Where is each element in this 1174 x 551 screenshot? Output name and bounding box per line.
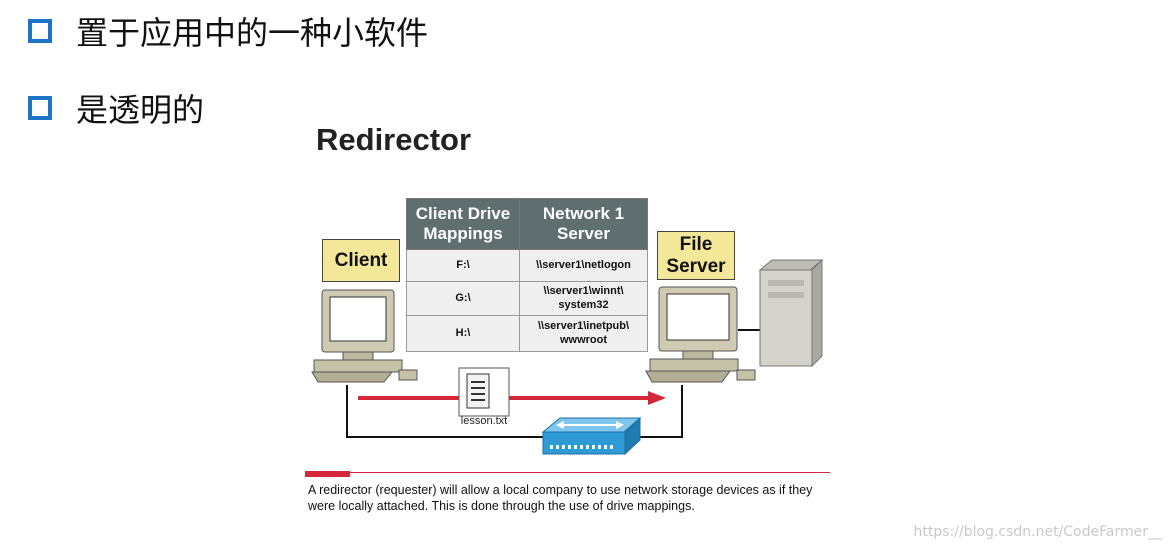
header-line: Mappings bbox=[423, 224, 503, 243]
path-cell: \\server1\netlogon bbox=[519, 249, 648, 282]
path-line: system32 bbox=[558, 298, 609, 311]
diagram-caption: A redirector (requester) will allow a lo… bbox=[308, 483, 813, 514]
path-cell: \\server1\inetpub\ wwwroot bbox=[519, 315, 648, 352]
table-row: G:\ \\server1\winnt\ system32 bbox=[406, 281, 648, 316]
path-line: wwwroot bbox=[559, 333, 608, 346]
file-server-computer-icon bbox=[645, 286, 756, 383]
path-cell: \\server1\winnt\ system32 bbox=[519, 281, 648, 316]
drive-cell: H:\ bbox=[406, 315, 520, 352]
redirect-arrow-icon bbox=[358, 391, 666, 405]
bullet-square-icon bbox=[28, 96, 52, 120]
watermark-text: https://blog.csdn.net/CodeFarmer__ bbox=[913, 524, 1162, 540]
header-line: Client Drive bbox=[415, 203, 511, 223]
bullet-item-2: 是透明的 bbox=[28, 85, 204, 131]
drive-cell: G:\ bbox=[406, 281, 520, 316]
caption-divider bbox=[305, 472, 830, 473]
server-tower-icon bbox=[758, 258, 824, 368]
bullet-item-1: 置于应用中的一种小软件 bbox=[28, 8, 428, 54]
table-header-network-server: Network 1 Server bbox=[519, 198, 648, 250]
path-line: \\server1\netlogon bbox=[536, 258, 631, 271]
bullet-text-2: 是透明的 bbox=[76, 91, 205, 129]
drive-cell: F:\ bbox=[406, 249, 520, 282]
file-server-label: File Server bbox=[657, 231, 735, 280]
client-computer-icon bbox=[311, 289, 418, 383]
network-hub-icon bbox=[541, 416, 642, 456]
drive-mapping-table: Client Drive Mappings Network 1 Server F… bbox=[406, 198, 648, 352]
document-icon bbox=[458, 367, 510, 417]
header-line: Network 1 bbox=[542, 203, 625, 223]
path-line: \\server1\winnt\ bbox=[543, 284, 624, 297]
network-cables-icon bbox=[346, 329, 760, 438]
path-line: \\server1\inetpub\ bbox=[537, 319, 630, 332]
client-label-text: Client bbox=[334, 249, 388, 271]
table-row: F:\ \\server1\netlogon bbox=[406, 249, 648, 282]
file-server-label-line2: Server bbox=[666, 255, 726, 277]
file-name-label: lesson.txt bbox=[460, 415, 508, 427]
caption-accent-bar bbox=[305, 471, 350, 477]
table-header-client-drive: Client Drive Mappings bbox=[406, 198, 520, 250]
file-server-label-line1: File bbox=[679, 233, 713, 255]
header-line: Server bbox=[557, 224, 610, 243]
bullet-square-icon bbox=[28, 19, 52, 43]
table-row: H:\ \\server1\inetpub\ wwwroot bbox=[406, 315, 648, 352]
bullet-text-1: 置于应用中的一种小软件 bbox=[76, 14, 429, 52]
diagram-title: Redirector bbox=[316, 122, 472, 157]
client-label: Client bbox=[322, 239, 400, 282]
